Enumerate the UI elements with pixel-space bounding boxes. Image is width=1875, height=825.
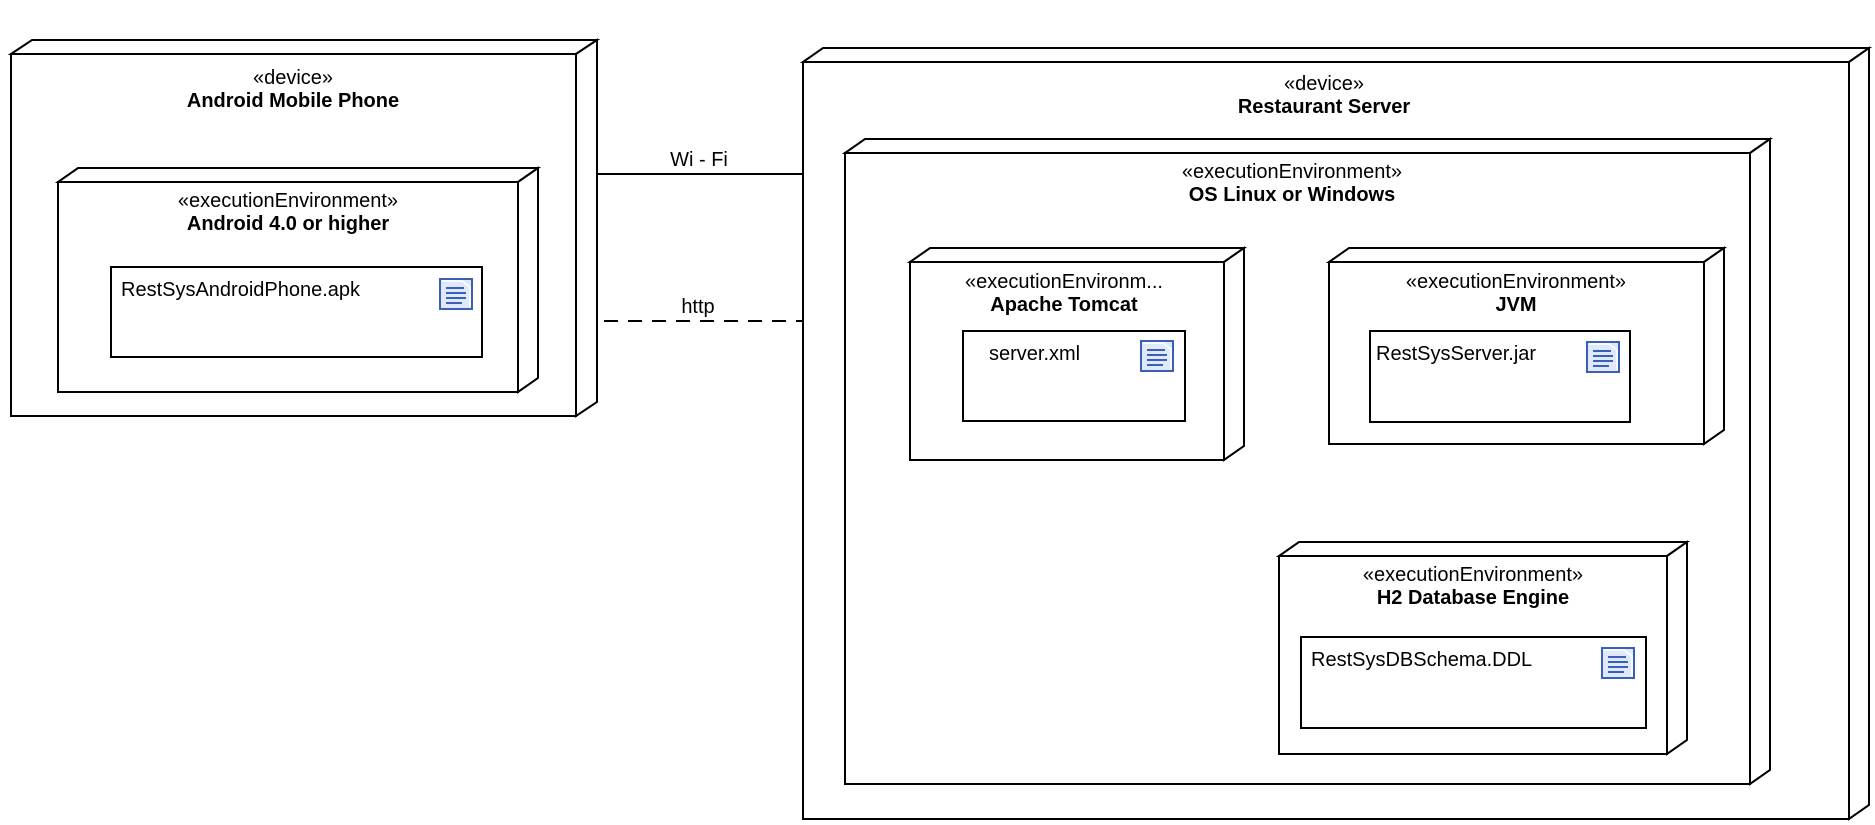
node-title: Android Mobile Phone	[187, 90, 399, 112]
stereotype-execution-environment: «executionEnvironment»	[178, 190, 398, 212]
stereotype-execution-environment: «executionEnvironm...	[965, 271, 1163, 293]
document-icon	[1586, 341, 1620, 373]
stereotype-execution-environment: «executionEnvironment»	[1182, 161, 1402, 183]
stereotype-execution-environment: «executionEnvironment»	[1363, 564, 1583, 586]
stereotype-device: «device»	[253, 67, 333, 89]
stereotype-execution-environment: «executionEnvironment»	[1406, 271, 1626, 293]
artifact-server-xml: server.xml	[962, 330, 1186, 422]
node-title: H2 Database Engine	[1377, 587, 1569, 609]
node-title: OS Linux or Windows	[1189, 184, 1395, 206]
document-icon	[439, 278, 473, 310]
artifact-apk: RestSysAndroidPhone.apk	[110, 266, 483, 358]
artifact-label: RestSysAndroidPhone.apk	[121, 279, 361, 301]
artifact-label: RestSysDBSchema.DDL	[1311, 649, 1532, 671]
artifact-label: server.xml	[989, 343, 1080, 365]
document-icon	[1140, 340, 1174, 372]
node-title: JVM	[1495, 294, 1536, 316]
artifact-ddl: RestSysDBSchema.DDL	[1300, 636, 1647, 729]
connection-label-http: http	[681, 296, 714, 318]
node-title: Apache Tomcat	[990, 294, 1138, 316]
node-title: Android 4.0 or higher	[187, 213, 389, 235]
stereotype-device: «device»	[1284, 73, 1364, 95]
connection-label-wifi: Wi - Fi	[670, 149, 728, 171]
artifact-label: RestSysServer.jar	[1376, 343, 1536, 365]
node-title: Restaurant Server	[1238, 96, 1411, 118]
artifact-server-jar: RestSysServer.jar	[1369, 330, 1631, 423]
document-icon	[1601, 647, 1635, 679]
